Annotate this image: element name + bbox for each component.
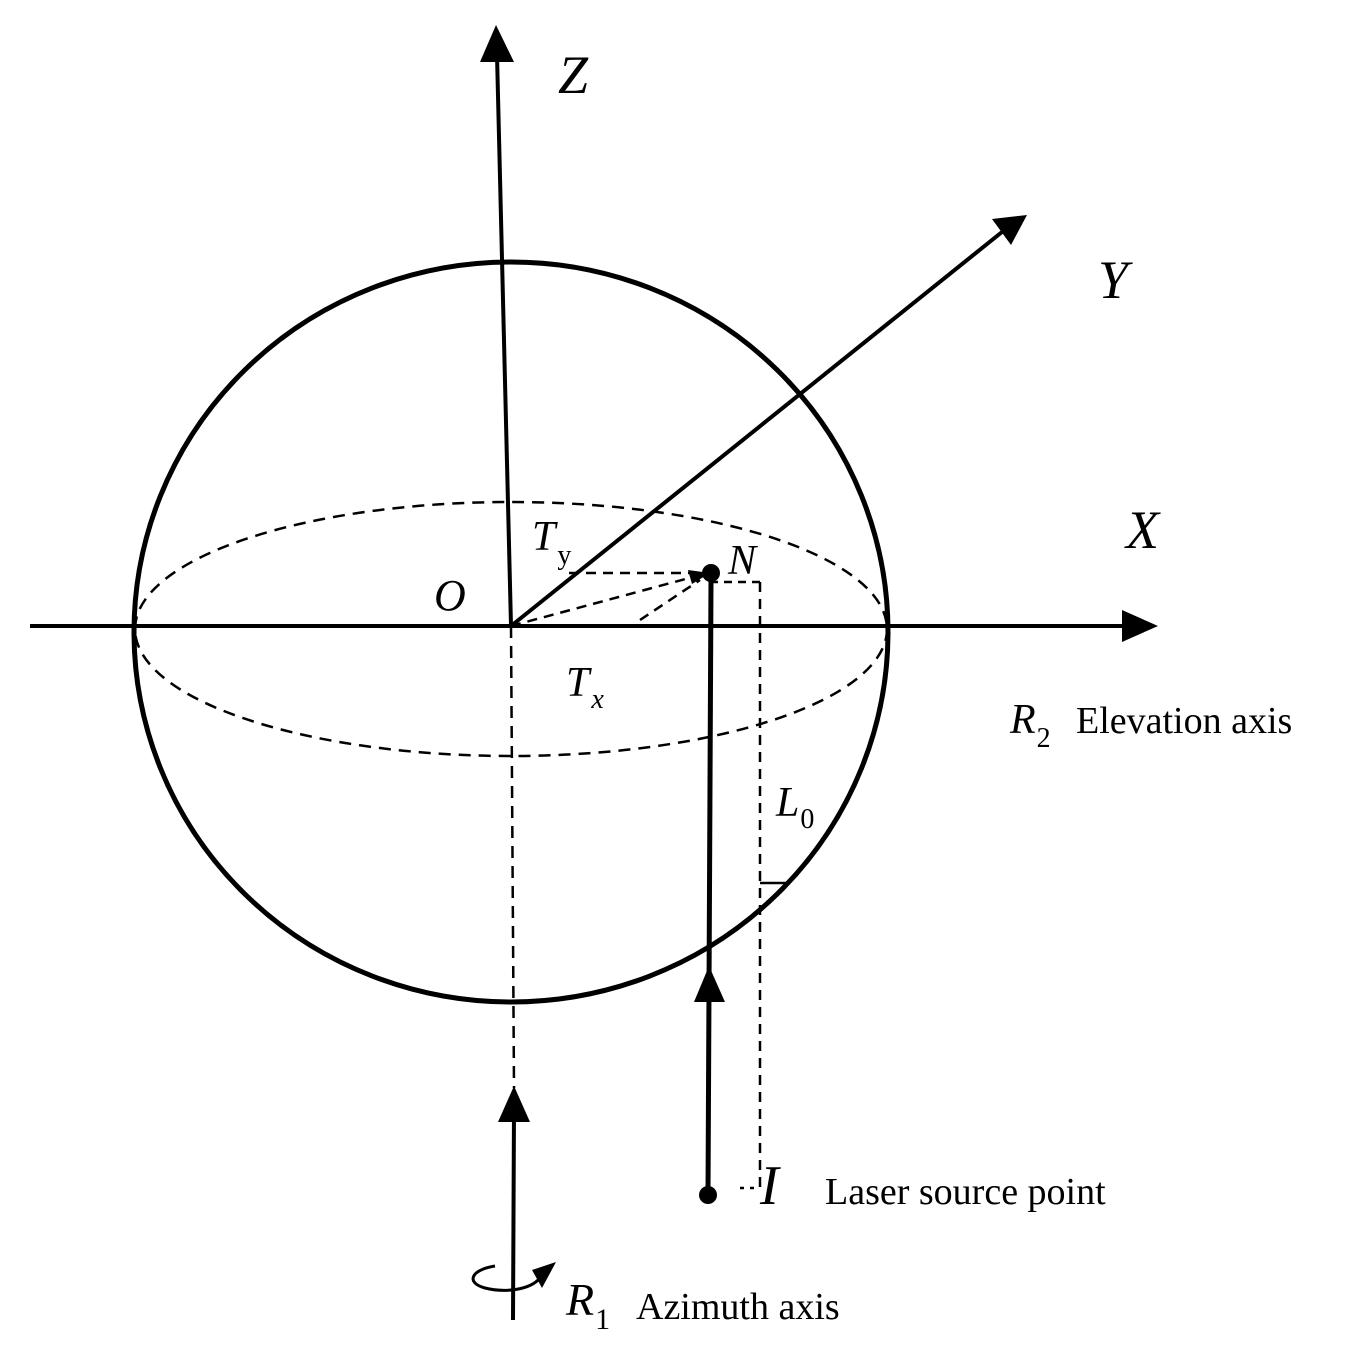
point-n-label: N [727, 538, 758, 584]
l0-label: L0 [775, 780, 814, 835]
on-dashed-line [510, 572, 705, 628]
laser-beam-line [705, 579, 714, 1196]
origin-label: O [434, 571, 466, 620]
r2-text: Elevation axis [1076, 700, 1292, 742]
z-axis-label: Z [558, 45, 589, 105]
ty-main: T [532, 514, 558, 560]
source-text: Laser source point [825, 1171, 1106, 1213]
point-n-dot [702, 564, 720, 582]
rotation-arrow-icon [471, 1264, 542, 1292]
y-axis-arrowhead [992, 215, 1027, 245]
source-symbol: I [759, 1155, 781, 1217]
azimuth-dashed-line [509, 625, 516, 1089]
azimuth-axis-arrowhead [498, 1086, 530, 1122]
tx-sub: x [590, 684, 604, 715]
r1-sub: 1 [595, 1303, 610, 1336]
equator-ellipse [133, 500, 889, 758]
r2-label: R2 [1009, 697, 1051, 754]
x-axis-arrowhead [1122, 610, 1158, 642]
tx-main: T [566, 660, 592, 706]
tx-label: Tx [566, 660, 604, 715]
y-axis-label: Y [1098, 250, 1133, 310]
l0-main: L [775, 780, 799, 826]
azimuth-axis-line [511, 1109, 516, 1321]
laser-source-dot [699, 1186, 717, 1204]
r1-main: R [565, 1274, 594, 1325]
rotation-arrowhead [532, 1262, 556, 1288]
tx-dashed-line [639, 578, 701, 622]
z-axis-line [495, 54, 513, 627]
r1-label: R1 [565, 1274, 610, 1336]
ty-sub: y [557, 540, 571, 571]
l0-sub: 0 [800, 804, 814, 835]
y-axis-line [509, 230, 1004, 628]
r2-sub: 2 [1037, 723, 1051, 754]
r1-text: Azimuth axis [636, 1286, 840, 1328]
laser-beam-arrowhead [694, 966, 725, 1002]
r2-main: R [1009, 697, 1036, 743]
z-axis-arrowhead [480, 25, 514, 62]
ty-label: Ty [532, 514, 571, 571]
x-axis-label: X [1124, 500, 1161, 560]
